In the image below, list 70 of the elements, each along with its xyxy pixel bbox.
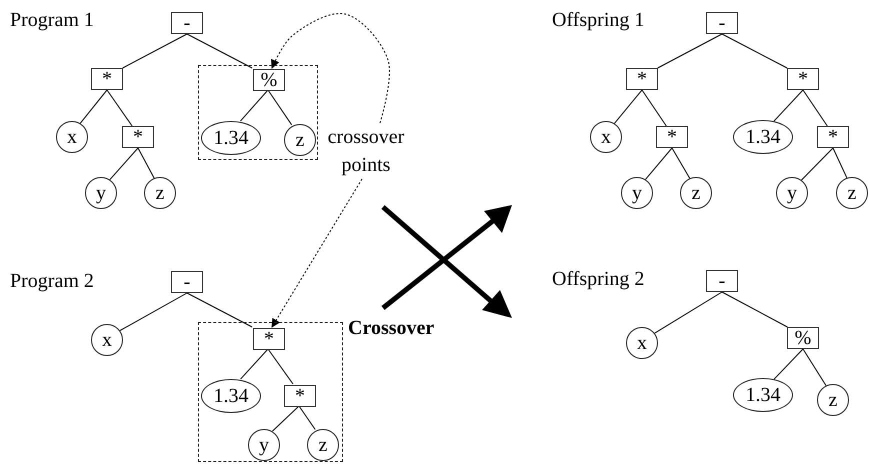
variable-circle: x <box>626 327 658 359</box>
tree-branch <box>138 148 155 179</box>
tree-branch <box>268 348 294 384</box>
variable-circle: y <box>621 177 653 209</box>
tree-branch <box>109 148 138 180</box>
operator-box: - <box>171 12 203 34</box>
tree-title: Program 1 <box>10 9 94 31</box>
dotted-arrow <box>272 178 362 328</box>
operation-label: Crossover <box>348 317 434 339</box>
operator-box: - <box>706 12 738 34</box>
tree-branch <box>657 34 722 68</box>
tree-branch <box>773 90 804 122</box>
tree-branch <box>644 148 672 180</box>
operator-box: % <box>253 69 285 91</box>
variable-circle: z <box>307 429 339 461</box>
dotted-arrow <box>271 13 390 124</box>
variable-circle: y <box>776 177 808 209</box>
constant-ellipse: 1.34 <box>733 120 793 154</box>
tree-branch <box>106 90 133 126</box>
operator-box: * <box>787 68 819 90</box>
tree-branch <box>186 292 253 328</box>
tree-branch <box>832 148 848 178</box>
subtree-selection-box <box>198 322 342 462</box>
variable-circle: z <box>817 384 849 416</box>
variable-circle: z <box>836 177 868 209</box>
operator-box: - <box>171 271 203 293</box>
variable-circle: x <box>590 121 622 153</box>
tree-branch <box>272 406 300 432</box>
operator-box: * <box>122 126 154 148</box>
constant-ellipse: 1.34 <box>733 378 793 412</box>
tree-branch <box>268 90 292 126</box>
subtree-selection-box <box>198 64 318 160</box>
variable-circle: y <box>248 429 280 461</box>
tree-branch <box>672 148 690 179</box>
tree-title: Program 2 <box>10 270 94 292</box>
operator-box: * <box>284 385 316 407</box>
tree-branch <box>240 90 268 122</box>
tree-branch <box>642 90 667 126</box>
operator-box: * <box>253 328 285 350</box>
tree-branch <box>80 90 108 124</box>
variable-circle: z <box>144 177 176 209</box>
tree-branch <box>802 90 828 126</box>
variable-circle: x <box>91 324 123 356</box>
tree-branch <box>654 292 722 334</box>
variable-circle: z <box>680 177 712 209</box>
variable-circle: z <box>284 124 316 156</box>
tree-branch <box>722 292 788 328</box>
operator-box: * <box>91 68 123 90</box>
tree-branch <box>240 348 268 380</box>
constant-ellipse: 1.34 <box>201 379 261 413</box>
constant-ellipse: 1.34 <box>201 121 261 155</box>
operator-box: * <box>626 68 658 90</box>
tree-branch <box>298 406 316 430</box>
tree-branch <box>122 34 188 68</box>
tree-branch <box>802 348 827 386</box>
variable-circle: x <box>56 121 88 153</box>
annotation-text: crossover points <box>314 123 418 179</box>
operator-box: - <box>706 270 738 292</box>
operator-box: % <box>787 327 819 349</box>
tree-branch <box>614 90 642 124</box>
tree-branch <box>800 148 834 181</box>
tree-title: Offspring 2 <box>552 268 644 290</box>
tree-branch <box>186 34 253 68</box>
operator-box: * <box>656 126 688 148</box>
tree-branch <box>774 348 804 380</box>
variable-circle: y <box>85 177 117 209</box>
tree-branch <box>119 292 188 332</box>
tree-branch <box>722 34 788 68</box>
tree-title: Offspring 1 <box>552 9 644 31</box>
operator-box: * <box>817 126 849 148</box>
